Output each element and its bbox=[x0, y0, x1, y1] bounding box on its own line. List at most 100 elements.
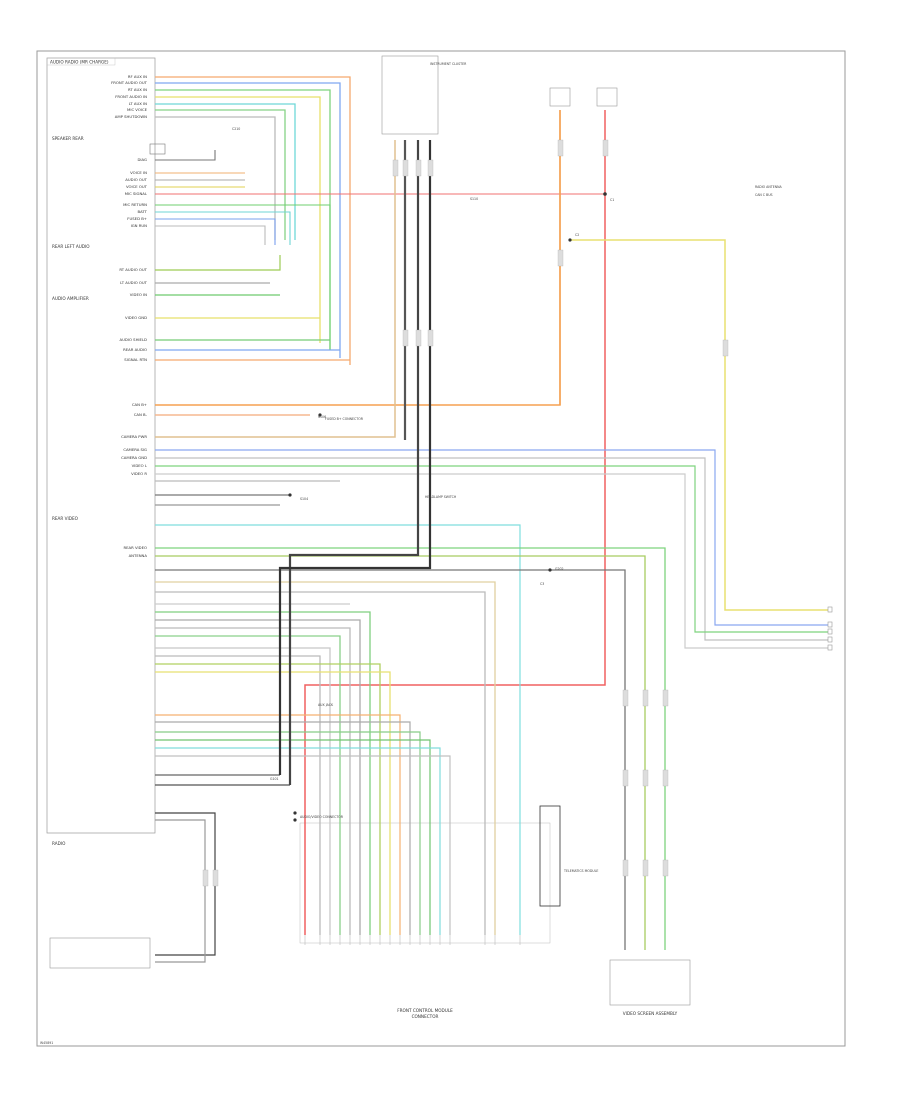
pin-label: FRONT AUDIO OUT bbox=[111, 80, 148, 85]
connector-label: G101 bbox=[270, 777, 279, 781]
splice-dot-4 bbox=[288, 493, 292, 497]
callout-label: TELEMATICS MODULE bbox=[563, 869, 598, 873]
callout-label: FUSED B+ CONNECTOR bbox=[325, 417, 364, 421]
side-label: AUDIO AMPLIFIER bbox=[52, 296, 89, 301]
wire-tag-9 bbox=[402, 329, 409, 347]
wire-group-amp bbox=[155, 255, 350, 361]
pin-label: MIC VOICE bbox=[127, 107, 148, 112]
connector-label: S110 bbox=[470, 197, 478, 201]
wire-tag-18 bbox=[622, 859, 629, 877]
pin-label: CAMERA PWR bbox=[121, 434, 147, 439]
pin-label: REAR AUDIO bbox=[123, 347, 147, 352]
wire-tag-7 bbox=[722, 339, 729, 357]
pin-label: CAMERA GND bbox=[121, 455, 147, 460]
pin-label: CAN B+ bbox=[132, 402, 147, 407]
wire-group-camera bbox=[155, 547, 666, 950]
pin-label: VIDEO R bbox=[131, 471, 147, 476]
side-label: REAR VIDEO bbox=[52, 516, 79, 521]
wire-gray-cam-5 bbox=[155, 647, 331, 935]
side-label: REAR LEFT AUDIO bbox=[52, 244, 90, 249]
wire-green-cam-2 bbox=[155, 611, 371, 935]
pin-label: FRONT AUDIO IN bbox=[115, 94, 147, 99]
splice-dot-1 bbox=[603, 192, 607, 196]
right-terminal-5 bbox=[827, 644, 833, 651]
pin-label: AUDIO OUT bbox=[125, 177, 147, 182]
wire-tag-11 bbox=[427, 329, 434, 347]
pin-label: MIC RETURN bbox=[123, 202, 147, 207]
wire-yellow-cam bbox=[155, 671, 391, 935]
connector-label: S106 bbox=[318, 415, 326, 419]
wire-blue-4 bbox=[155, 449, 830, 626]
wire-tag-15 bbox=[622, 769, 629, 787]
wire-tag-5 bbox=[557, 139, 564, 157]
wire-green-audio-1 bbox=[155, 731, 421, 935]
wire-gray-cam bbox=[155, 591, 486, 935]
pin-bracket-2 bbox=[49, 937, 151, 969]
wire-gray-audio-2 bbox=[155, 755, 451, 935]
connector-label: C210 bbox=[232, 127, 240, 131]
splice-dot-6 bbox=[293, 811, 297, 815]
bottom-caption: FRONT CONTROL MODULE bbox=[397, 1008, 453, 1013]
wire-olive-1 bbox=[155, 255, 281, 271]
right-terminal-4 bbox=[827, 636, 833, 643]
wire-group-power bbox=[155, 110, 830, 935]
bundle-dark-2 bbox=[288, 140, 420, 785]
connector-label: C2 bbox=[575, 233, 579, 237]
wire-green-3 bbox=[155, 204, 331, 350]
wire-yellow-1 bbox=[155, 96, 321, 343]
wire-bundle-vertical bbox=[278, 140, 432, 785]
video-screen-connector bbox=[609, 959, 691, 1006]
wire-green-1 bbox=[155, 89, 331, 350]
wire-olive-cam-2 bbox=[155, 663, 381, 935]
callout-label: INSTRUMENT CLUSTER bbox=[430, 62, 467, 66]
right-terminals bbox=[827, 606, 833, 651]
wire-red-main bbox=[304, 110, 606, 935]
wire-gray-5 bbox=[155, 457, 830, 641]
wire-tag-8 bbox=[557, 249, 564, 267]
pin-label: RT AUX IN bbox=[128, 87, 147, 92]
bundle-dark-3 bbox=[278, 140, 432, 775]
pin-bracket-1 bbox=[149, 143, 166, 155]
wire-orange-1 bbox=[155, 76, 351, 365]
wire-gray-cam-3 bbox=[155, 619, 361, 935]
pin-label: BATT bbox=[138, 209, 148, 214]
connector-label: C1 bbox=[610, 198, 614, 202]
right-terminal-1 bbox=[827, 606, 833, 613]
wire-gray-3 bbox=[155, 225, 266, 245]
top-fuse-box-1 bbox=[549, 87, 571, 107]
right-terminal-2 bbox=[827, 621, 833, 628]
top-connector-box bbox=[381, 55, 439, 135]
wire-dark-cam bbox=[155, 569, 626, 950]
wire-tag-22 bbox=[212, 869, 219, 887]
wire-gray-audio bbox=[155, 721, 411, 935]
wire-group-audio bbox=[155, 714, 451, 963]
wire-tag-13 bbox=[642, 689, 649, 707]
diagram-frame bbox=[36, 50, 846, 1047]
wire-gray-1 bbox=[155, 116, 276, 240]
wire-group-video bbox=[155, 449, 830, 935]
wire-green-cam-3 bbox=[155, 635, 341, 935]
pin-label: MIC SIGNAL bbox=[125, 191, 148, 196]
callout-label: AUDIO/VIDEO CONNECTOR bbox=[300, 815, 344, 819]
callout-label: RADIO ANTENNA bbox=[755, 185, 782, 189]
pin-label: AUDIO SHIELD bbox=[120, 337, 148, 342]
pin-label: VIDEO GND bbox=[125, 315, 147, 320]
callout-label: AUX JACK bbox=[318, 703, 334, 707]
pin-label: SIGNAL RTN bbox=[124, 357, 147, 362]
wire-tag-1 bbox=[392, 159, 399, 177]
module-title-box bbox=[46, 57, 116, 66]
connector-label: G202 bbox=[555, 567, 564, 571]
wire-tag-10 bbox=[415, 329, 422, 347]
wire-tag-2 bbox=[402, 159, 409, 177]
splice-dot-2 bbox=[568, 238, 572, 242]
right-terminal-3 bbox=[827, 628, 833, 635]
wire-blue-1 bbox=[155, 82, 341, 358]
wire-id-tags bbox=[202, 139, 729, 887]
pin-label: FUSED B+ bbox=[127, 216, 147, 221]
wire-gray-6 bbox=[155, 473, 830, 649]
wire-cyan-audio bbox=[155, 747, 441, 935]
